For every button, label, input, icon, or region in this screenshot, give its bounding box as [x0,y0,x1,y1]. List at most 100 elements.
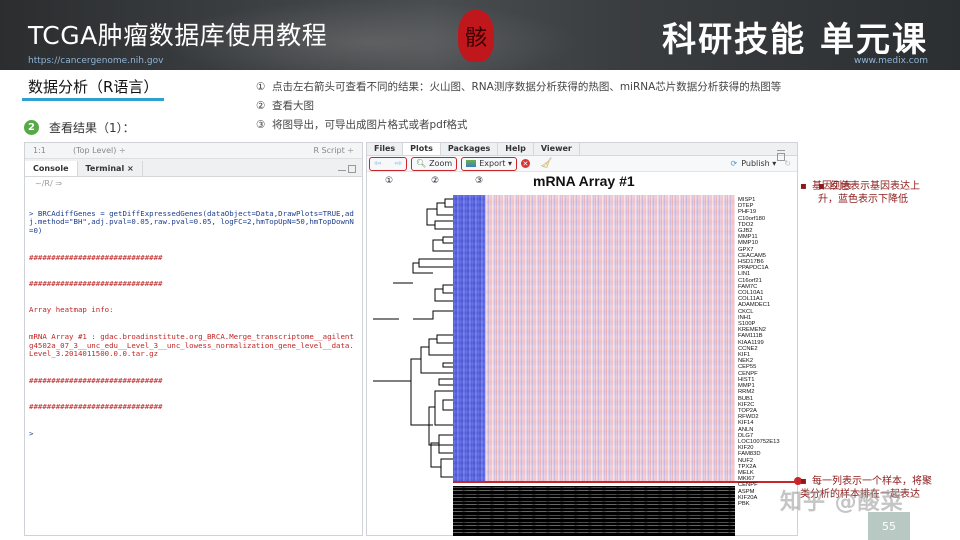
step-number-badge: 2 [24,120,39,135]
console-output[interactable]: > BRCAdiffGenes = getDiffExpressedGenes(… [25,190,362,456]
gene-label: TPX2A [738,463,757,470]
pointer-line [453,481,799,483]
scope-selector[interactable]: (Top Level) ÷ [73,146,126,155]
gene-label: NUF2 [738,457,754,464]
gene-label: KIF20 [738,445,754,452]
maximize-icon[interactable] [348,165,356,173]
clear-plots-broom-icon[interactable]: 🧹︎ [539,158,553,169]
console-hash-line: ############################## [29,402,163,412]
section-title: 数据分析（R语言） [28,78,159,96]
gene-label: MMP10 [738,240,758,247]
gene-label: MKI67 [738,476,755,483]
navigation-buttons: ⇦ ⇨ [369,156,407,171]
gene-label: CENPF [738,370,758,377]
gene-label: COL11A1 [738,296,764,303]
pane-window-controls [777,145,785,161]
tab-viewer[interactable]: Viewer [534,143,580,155]
gene-label: KIF14 [738,420,754,427]
zoom-button[interactable]: 🔍︎ Zoom [411,156,458,171]
pointer-dot [794,477,802,485]
console-pane: 1:1 (Top Level) ÷ R Script ÷ Console Ter… [24,142,363,536]
gene-label: PPAPDC1A [738,265,769,272]
pane-window-controls [338,165,356,173]
gene-label: CCNE2 [738,345,758,352]
gene-label: COL10A1 [738,290,764,297]
remove-plot-icon[interactable]: ✕ [520,159,530,168]
watermark: 知乎 @酸菜 [780,490,904,515]
gene-label: FAM111B [738,333,763,340]
maximize-icon[interactable] [777,153,785,161]
tab-help[interactable]: Help [498,143,534,155]
annotation-3: ③ [475,176,484,186]
export-button[interactable]: Export ▾ [461,156,517,171]
site-url: www.medix.com [853,56,928,66]
console-hash-line: ############################## [29,278,163,288]
note-text: 每一列表示一个样本，将聚类分析的样本排在一起表达 [800,476,932,500]
course-title: TCGA肿瘤数据库使用教程 [28,21,328,50]
plot-title: mRNA Array #1 [533,173,635,189]
gene-label: RRM2 [738,389,755,396]
refresh-icon[interactable]: ↻ [784,159,791,168]
gene-label: C16orf21 [738,277,762,284]
tab-packages[interactable]: Packages [441,143,499,155]
heatmap-blue-block [453,195,485,481]
tcga-url: https://cancergenome.nih.gov [28,56,164,66]
console-prompt[interactable]: > [29,428,38,438]
note-text: 基因列表 [812,181,852,192]
tab-terminal[interactable]: Terminal × [78,161,143,176]
plots-tabs: Files Plots Packages Help Viewer [367,143,797,161]
tab-plots[interactable]: Plots [403,143,441,155]
gene-label: GJB2 [738,228,753,235]
file-type-selector[interactable]: R Script ÷ [313,146,354,155]
publish-button[interactable]: ⟳ Publish ▾ [731,159,777,168]
gene-label: PBK [738,500,750,507]
gene-label: ASPM [738,488,755,495]
forward-arrow-icon[interactable]: ⇨ [394,158,402,169]
gene-label: GPX7 [738,246,754,253]
minimize-icon[interactable] [338,170,346,173]
gene-label: BUB1 [738,395,754,402]
step-heading: 2 查看结果（1）： [24,119,135,136]
gene-label: KIAA1199 [738,339,764,346]
gene-label: LOC100752E13 [738,438,780,445]
tab-console[interactable]: Console [25,161,78,176]
plots-pane: Files Plots Packages Help Viewer ⇦ ⇨ 🔍︎ … [366,142,802,536]
column-note: ▪每一列表示一个样本，将聚类分析的样本排在一起表达 [800,476,932,500]
gene-label: ANLN [738,426,754,433]
minimize-icon[interactable] [777,150,785,153]
gene-label: NEK2 [738,358,754,365]
series-title: 科研技能 单元课 [662,20,928,60]
gene-label: CEP55 [738,364,757,371]
gene-label: C10orf180 [738,215,766,222]
note-marker: ② [256,100,266,112]
gene-label: FAM7C [738,283,758,290]
gene-label: HIST1 [738,376,755,383]
tab-files[interactable]: Files [367,143,404,155]
gene-label: CENPF [738,482,758,489]
gene-label: KREMEN2 [738,327,767,334]
console-info-label: Array heatmap info: [29,305,114,315]
back-arrow-icon[interactable]: ⇦ [374,158,382,169]
section-underline [22,98,164,101]
publish-icon: ⟳ [730,159,738,168]
gene-label: MMP1 [738,383,755,390]
gene-label: KIF20A [738,494,758,501]
gene-label: DLG7 [738,432,754,439]
gene-label: S100P [738,321,756,328]
note-text: 查看大图 [272,100,314,112]
note-text: 点击左右箭头可查看不同的结果：火山图、RNA测序数据分析获得的热图、miRNA芯… [272,81,782,93]
plots-toolbar: ⇦ ⇨ 🔍︎ Zoom Export ▾ ✕ 🧹︎ ⟳ Publish ▾ ↻ [367,156,797,172]
gene-label: ADAMDEC1 [738,302,771,309]
working-directory[interactable]: ~/R/ ⇒ [35,179,62,188]
dendrogram [373,198,453,478]
gene-label: TDO2 [738,221,754,228]
magnifier-icon: 🔍︎ [416,159,427,168]
gene-label: MISP1 [738,197,756,203]
console-tabs: Console Terminal × [25,159,362,177]
gene-label: MELK [738,469,754,476]
gene-list-note: ▪基因列表 [800,181,852,192]
